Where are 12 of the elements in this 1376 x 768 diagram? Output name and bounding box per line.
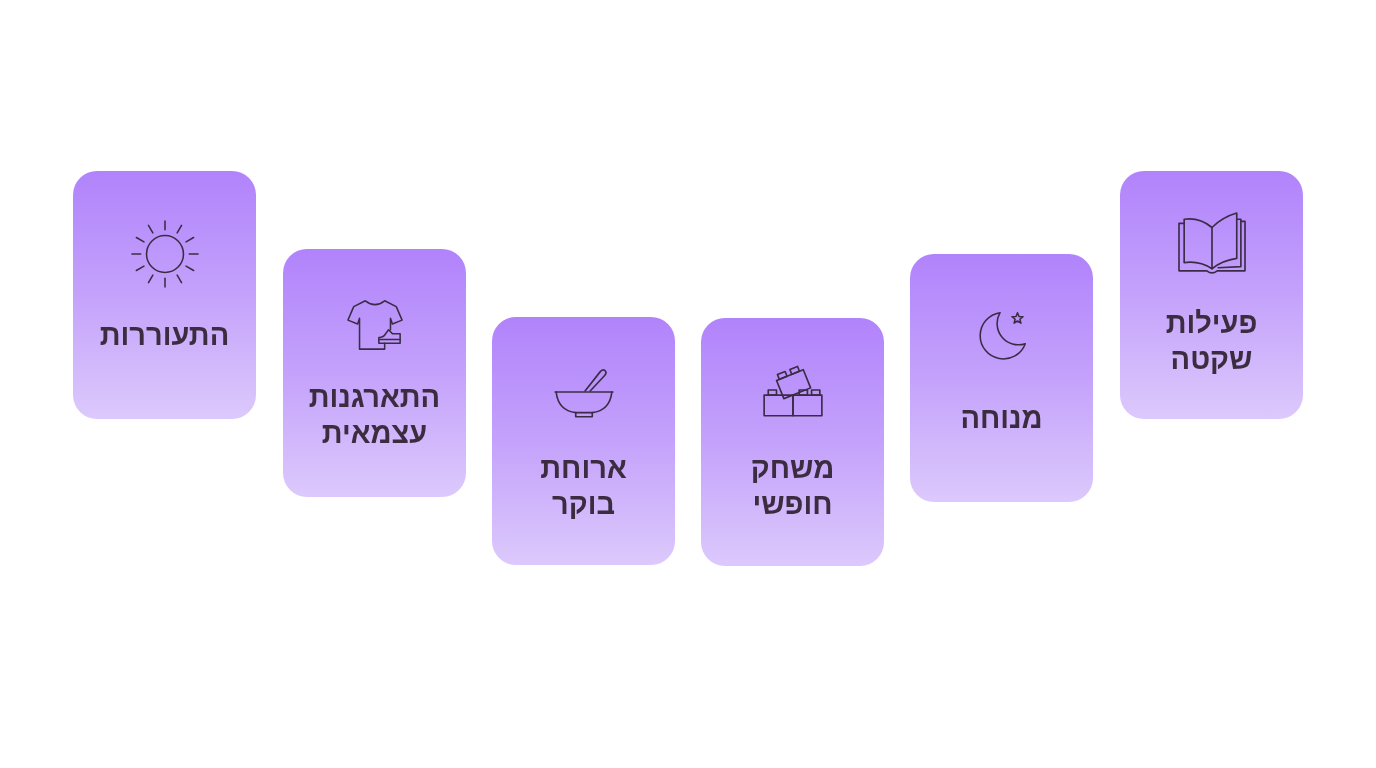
- card-label: התעוררות: [99, 318, 230, 353]
- activity-card: [283, 249, 466, 497]
- activity-card: [1120, 171, 1303, 419]
- card-label: ארוחת בוקר: [540, 451, 627, 522]
- activity-card: [492, 317, 675, 565]
- activity-card: [910, 254, 1093, 502]
- card-label: התארגנות עצמאית: [308, 380, 441, 451]
- card-label: פעילות שקטה: [1165, 306, 1258, 377]
- activity-card: [73, 171, 256, 419]
- card-label: מנוחה: [960, 401, 1043, 436]
- activity-card: [701, 318, 884, 566]
- card-label: משחק חופשי: [750, 451, 835, 522]
